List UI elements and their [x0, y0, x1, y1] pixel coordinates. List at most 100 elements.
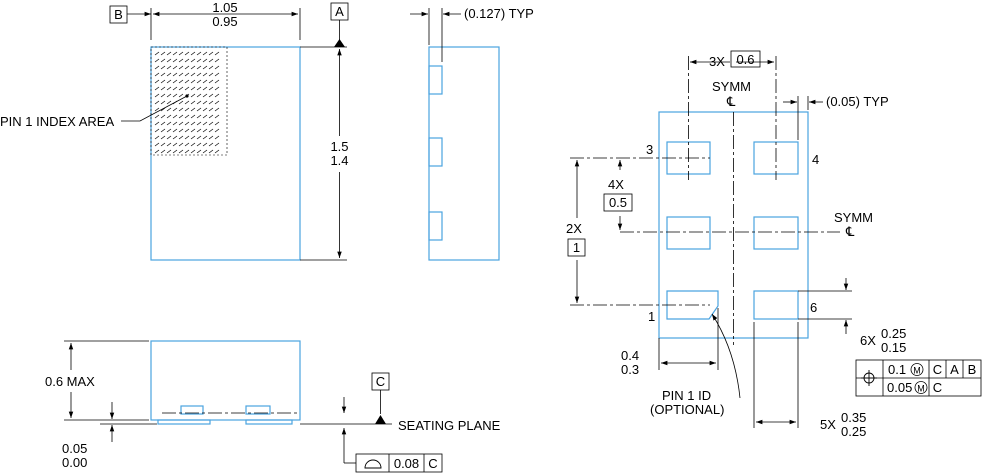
hatch-stroke: [166, 142, 172, 147]
hatch-stroke: [178, 58, 184, 63]
hatch-stroke: [172, 114, 178, 119]
hatch-stroke: [202, 51, 208, 56]
pad-w-max: 0.35: [841, 410, 866, 425]
pin-3-label: 3: [646, 142, 653, 157]
hatch-stroke: [178, 149, 184, 154]
hatch-stroke: [208, 58, 214, 63]
hatch-stroke: [196, 51, 202, 56]
flatness-frame: [355, 453, 443, 473]
hatch-stroke: [196, 58, 202, 63]
hatch-stroke: [208, 135, 214, 140]
hatch-stroke: [214, 135, 220, 140]
hatch-stroke: [208, 79, 214, 84]
pad-w-min: 0.25: [841, 424, 866, 439]
hatch-stroke: [172, 135, 178, 140]
hatch-stroke: [178, 128, 184, 133]
tol1-datum-1: C: [933, 362, 942, 377]
hatch-stroke: [184, 149, 190, 154]
hatch-stroke: [190, 107, 196, 112]
hatch-stroke: [154, 135, 160, 140]
mmc-circle-1: [910, 363, 924, 376]
hatch-stroke: [160, 100, 166, 105]
hatch-stroke: [178, 79, 184, 84]
hatch-stroke: [190, 65, 196, 70]
hatch-stroke: [184, 65, 190, 70]
pad-6: [753, 290, 799, 320]
datum-c-triangle: [375, 415, 386, 424]
hatch-stroke: [166, 51, 172, 56]
hatch-stroke: [154, 142, 160, 147]
pin1-x-max: 0.4: [621, 348, 639, 363]
hatch-stroke: [214, 142, 220, 147]
hatch-stroke: [202, 114, 208, 119]
top-view-body-outline: [150, 46, 301, 261]
hatch-stroke: [196, 72, 202, 77]
pad-2: [666, 216, 711, 250]
hatch-stroke: [196, 135, 202, 140]
hatch-stroke: [178, 86, 184, 91]
pitch-x-value: 0.6: [736, 52, 754, 67]
hatch-stroke: [202, 58, 208, 63]
span-value: 1: [573, 240, 580, 255]
hatch-stroke: [154, 128, 160, 133]
datum-b-box: [109, 5, 128, 24]
hatch-stroke: [196, 149, 202, 154]
side-lead-2: [428, 137, 443, 167]
hatch-stroke: [172, 149, 178, 154]
hatch-stroke: [160, 51, 166, 56]
hatch-stroke: [190, 149, 196, 154]
hatch-stroke: [166, 114, 172, 119]
hatch-stroke: [190, 72, 196, 77]
pin1-x-min: 0.3: [621, 362, 639, 377]
hatch-stroke: [172, 51, 178, 56]
span-count: 2X: [566, 221, 582, 236]
standoff-min: 0.00: [62, 455, 87, 470]
width-min: 0.95: [212, 14, 237, 29]
flatness-datum: C: [428, 456, 437, 471]
hatch-stroke: [196, 65, 202, 70]
hatch-stroke: [184, 100, 190, 105]
hatch-stroke: [184, 121, 190, 126]
top-view: B 1.05 0.95 A 1.5 1.4 PIN 1 INDEX AREA: [0, 0, 349, 261]
hatch-stroke: [160, 121, 166, 126]
hatch-stroke: [178, 114, 184, 119]
hatch-stroke: [172, 93, 178, 98]
hatch-stroke: [154, 93, 160, 98]
hatch-stroke: [196, 107, 202, 112]
hatch-stroke: [154, 65, 160, 70]
hatch-stroke: [154, 107, 160, 112]
hatch-stroke: [178, 121, 184, 126]
hatch-stroke: [160, 58, 166, 63]
pitch-y-basic-box: [603, 193, 633, 212]
hatch-stroke: [208, 107, 214, 112]
mmc-symbol-1: M: [913, 366, 921, 376]
pin1-id-note: (OPTIONAL): [650, 402, 724, 417]
span-basic-box: [567, 238, 586, 257]
hatch-stroke: [160, 114, 166, 119]
hatch-stroke: [178, 142, 184, 147]
hatch-stroke: [184, 86, 190, 91]
pad-5: [753, 216, 799, 250]
hatch-stroke: [154, 79, 160, 84]
hatch-stroke: [166, 58, 172, 63]
width-max: 1.05: [212, 0, 237, 15]
hatch-stroke: [154, 149, 160, 154]
hatch-stroke: [214, 128, 220, 133]
tol1-datum-2: A: [950, 362, 959, 377]
hatch-stroke: [190, 51, 196, 56]
hatch-stroke: [184, 114, 190, 119]
pin1-index-leader: [121, 95, 188, 122]
front-view: 0.6 MAX 0.05 0.00 C SEATING PLANE 0.08 C: [45, 340, 501, 473]
hatch-stroke: [196, 114, 202, 119]
hatch-stroke: [208, 128, 214, 133]
hatch-stroke: [214, 107, 220, 112]
hatch-stroke: [190, 86, 196, 91]
hatch-stroke: [160, 65, 166, 70]
hatch-stroke: [172, 58, 178, 63]
hatch-stroke: [172, 142, 178, 147]
hatch-stroke: [202, 121, 208, 126]
hatch-stroke: [214, 58, 220, 63]
hatch-stroke: [202, 93, 208, 98]
hatch-stroke: [208, 121, 214, 126]
